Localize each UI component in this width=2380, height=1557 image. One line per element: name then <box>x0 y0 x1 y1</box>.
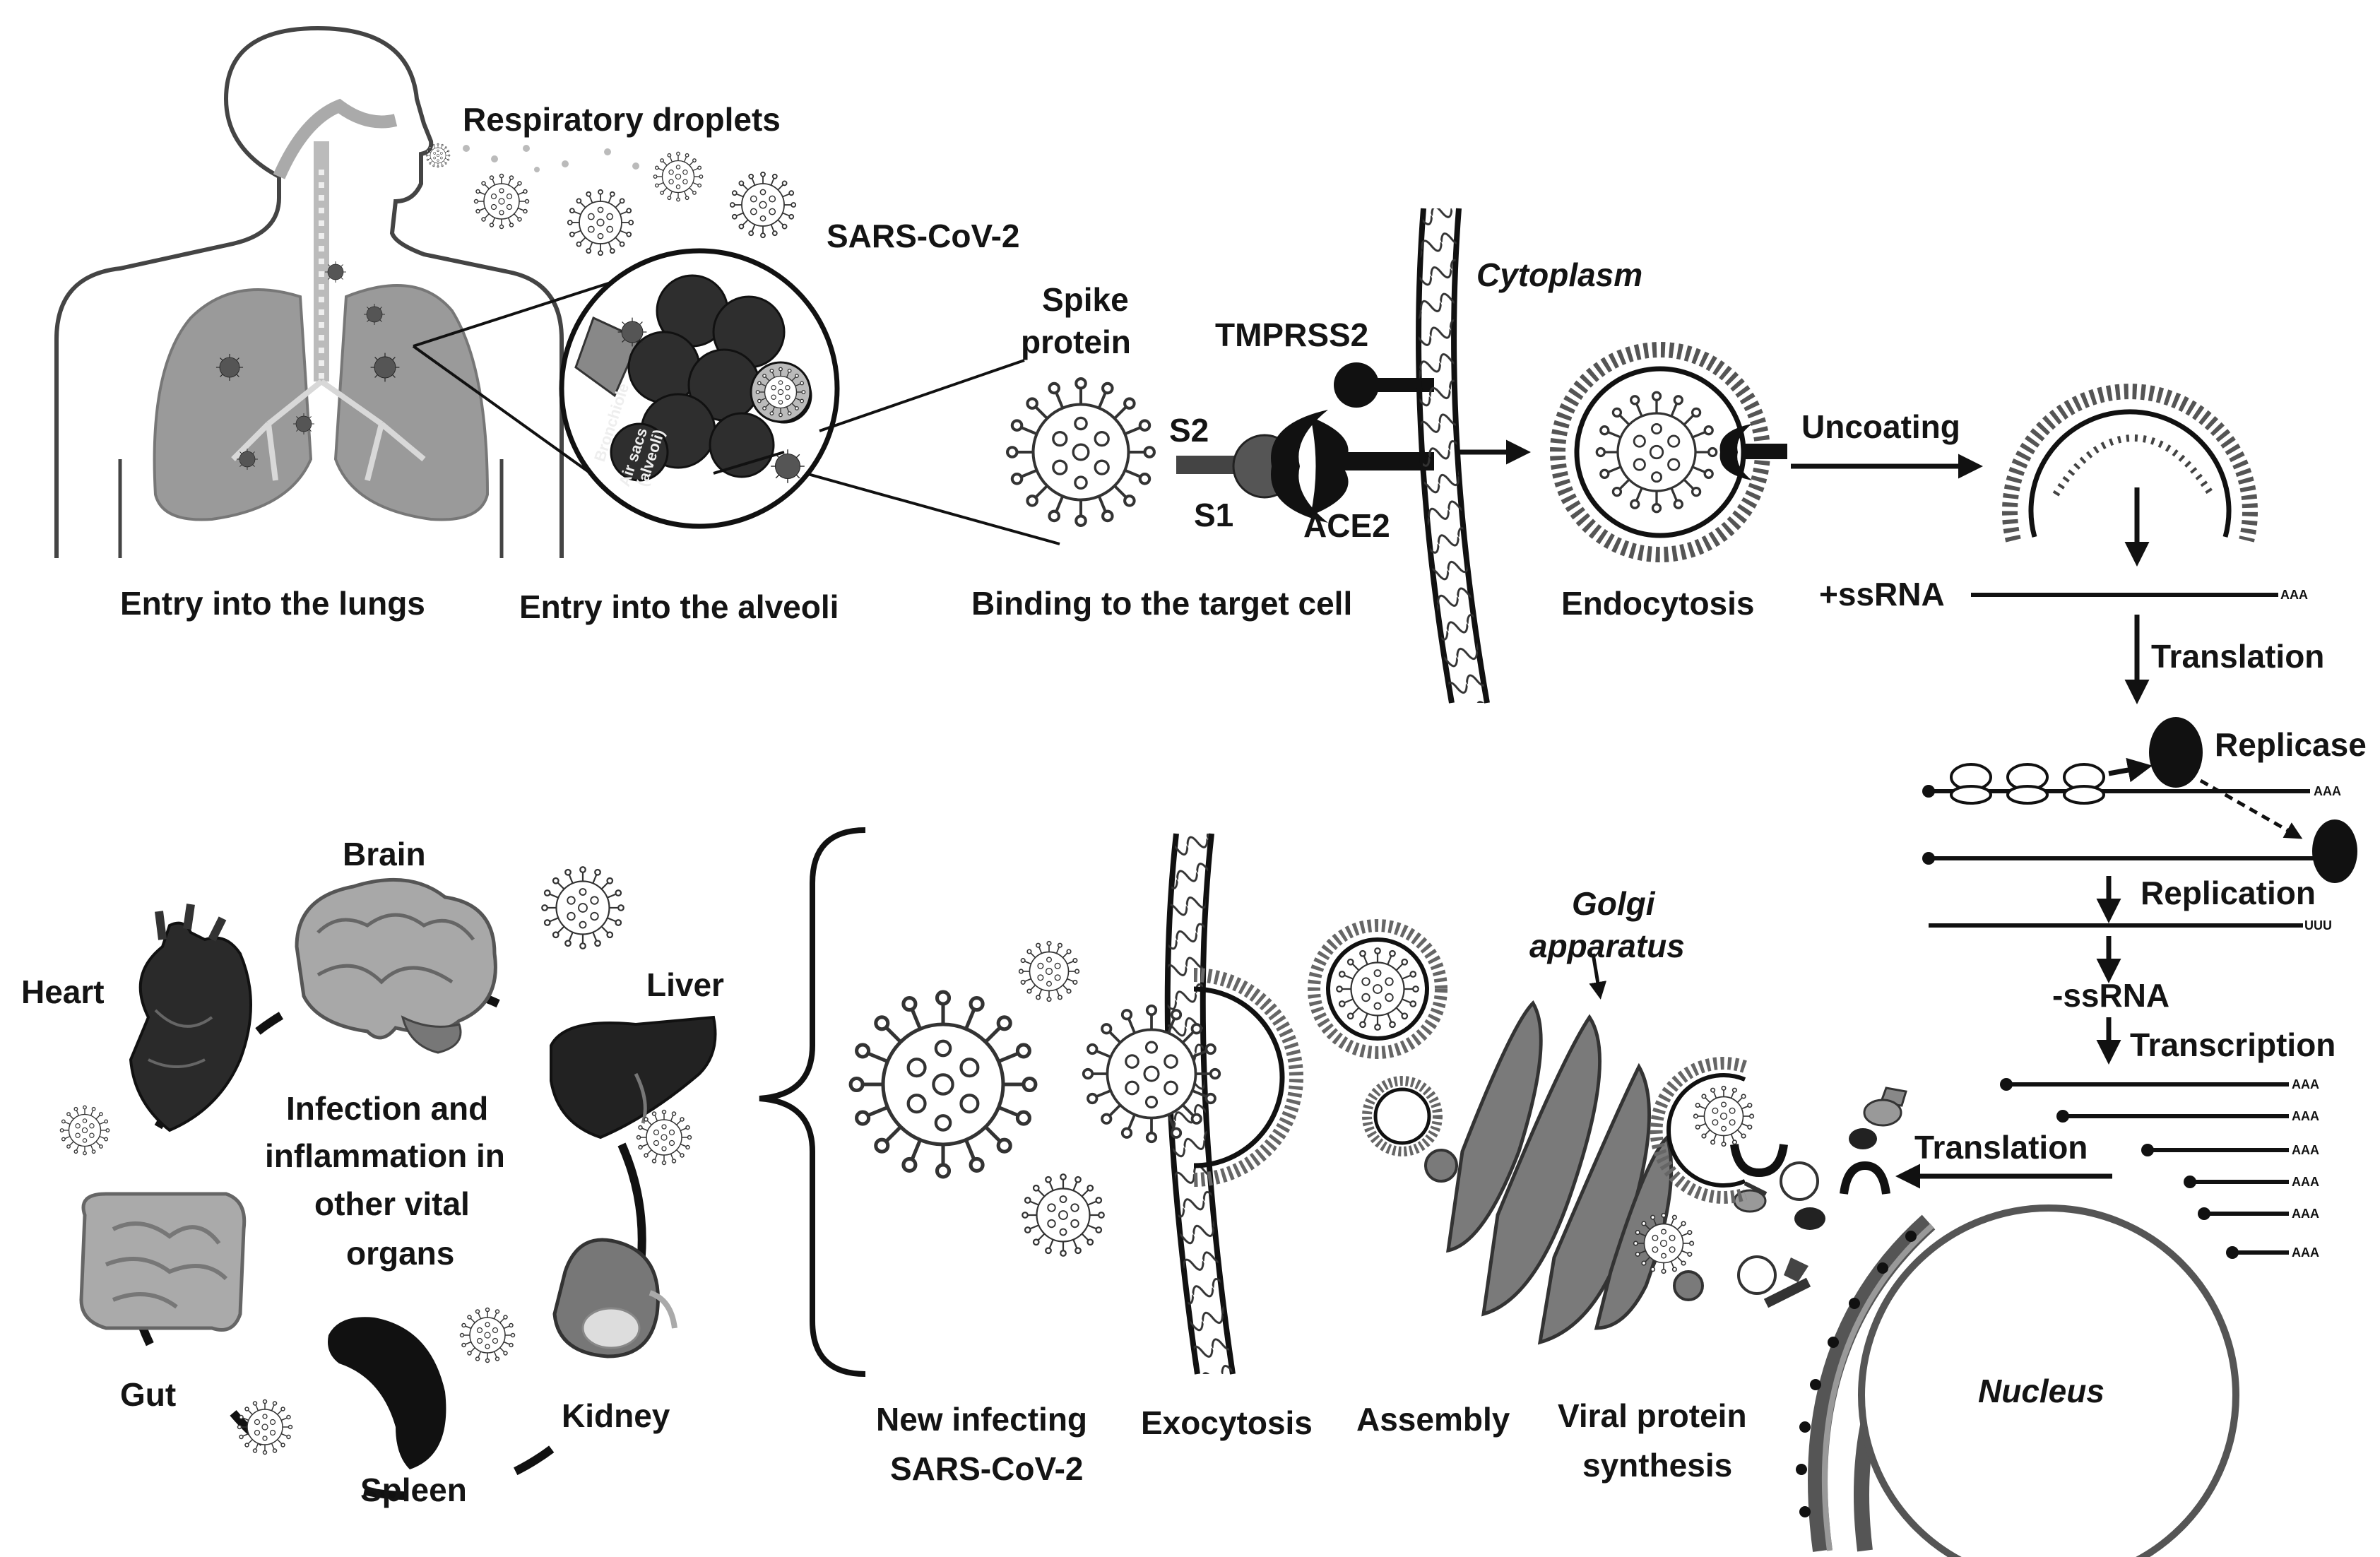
liver-icon <box>550 1015 717 1139</box>
heart-label: Heart <box>21 973 105 1010</box>
svg-text:AAA: AAA <box>2292 1245 2319 1260</box>
gut-label: Gut <box>120 1376 176 1413</box>
replication-strand <box>1922 819 2357 883</box>
human-body-icon <box>54 25 564 558</box>
assembly-vesicles <box>1308 919 1447 1156</box>
budding-vesicle <box>1633 1057 1755 1274</box>
uncoated-endosome <box>2002 384 2258 567</box>
viral-protein-label-1: Viral protein <box>1558 1397 1747 1434</box>
kidney-icon <box>552 1238 677 1358</box>
bracket <box>759 827 866 1377</box>
svg-text:AAA: AAA <box>2314 784 2341 798</box>
alveoli-zoom: Bronchiole Air sacs (alveoli) <box>559 248 840 529</box>
svg-text:AAA: AAA <box>2292 1109 2319 1123</box>
cytoplasm-label: Cytoplasm <box>1476 256 1642 293</box>
cell-membrane-top <box>1416 208 1490 704</box>
cell-membrane-bottom <box>1164 833 1303 1375</box>
s2-label: S2 <box>1169 412 1209 449</box>
golgi-label-2: apparatus <box>1529 928 1685 964</box>
svg-text:AAA: AAA <box>2292 1143 2319 1157</box>
replicase-strand: AAA <box>1922 717 2341 839</box>
infection-text-3: other vital <box>314 1185 470 1222</box>
sars-cov-2-label: SARS-CoV-2 <box>827 218 1019 254</box>
svg-text:AAA: AAA <box>2280 588 2308 602</box>
svg-text:UUU: UUU <box>2304 918 2332 933</box>
heart-icon <box>129 904 252 1132</box>
ace2-label: ACE2 <box>1303 507 1390 544</box>
endosome <box>1550 342 1787 562</box>
viral-protein-label-2: synthesis <box>1582 1447 1732 1484</box>
minus-ssrna-label: -ssRNA <box>2052 977 2169 1014</box>
entry-lungs-label: Entry into the lungs <box>120 585 425 622</box>
s1-label: S1 <box>1194 497 1233 533</box>
svg-text:AAA: AAA <box>2292 1175 2319 1189</box>
new-infecting-label-2: SARS-CoV-2 <box>890 1450 1083 1487</box>
spleen-icon <box>328 1317 446 1469</box>
infection-text-4: organs <box>346 1235 454 1272</box>
spike-protein-label-1: Spike <box>1042 281 1129 318</box>
binding-virus <box>1007 379 1154 526</box>
tmprss2-label: TMPRSS2 <box>1215 316 1368 353</box>
binding-label: Binding to the target cell <box>971 585 1352 622</box>
respiratory-droplets-label: Respiratory droplets <box>463 101 781 138</box>
spleen-label: Spleen <box>360 1472 467 1508</box>
spike-protein-label-2: protein <box>1021 324 1131 360</box>
infection-text-2: inflammation in <box>265 1137 505 1174</box>
uncoating-label: Uncoating <box>1801 408 1960 445</box>
spike-receptor-binding <box>1176 362 1434 523</box>
endocytosis-label: Endocytosis <box>1561 585 1755 622</box>
entry-alveoli-label: Entry into the alveoli <box>519 588 839 625</box>
droplet-viruses <box>425 143 797 256</box>
nucleus-er <box>1796 1204 2239 1557</box>
brain-label: Brain <box>343 836 426 872</box>
svg-text:AAA: AAA <box>2292 1077 2319 1091</box>
brain-icon <box>295 877 497 1054</box>
svg-text:AAA: AAA <box>2292 1207 2319 1221</box>
new-infecting-label-1: New infecting <box>876 1401 1087 1438</box>
translation-label-1: Translation <box>2151 638 2324 675</box>
kidney-label: Kidney <box>562 1397 670 1434</box>
nucleus-label: Nucleus <box>1978 1373 2104 1409</box>
infection-text-1: Infection and <box>286 1090 488 1127</box>
plus-ssrna-label: +ssRNA <box>1819 576 1945 612</box>
subgenomic-rnas: AAA AAA AAA AAA AAA AAA <box>2000 1077 2319 1260</box>
new-infecting-virus <box>851 992 1036 1177</box>
liver-label: Liver <box>646 966 724 1003</box>
translation-label-2: Translation <box>1914 1129 2088 1166</box>
replicase-label: Replicase <box>2215 726 2367 763</box>
viral-protein-components <box>1730 1087 1907 1308</box>
gut-icon <box>79 1192 247 1332</box>
transcription-label: Transcription <box>2130 1026 2335 1063</box>
exocytosis-label: Exocytosis <box>1141 1404 1313 1441</box>
replication-label: Replication <box>2141 875 2316 911</box>
exocytosis-virus <box>1082 1004 1221 1144</box>
golgi-label-1: Golgi <box>1572 885 1656 922</box>
assembly-label: Assembly <box>1356 1401 1510 1438</box>
golgi-apparatus <box>1424 953 1704 1345</box>
